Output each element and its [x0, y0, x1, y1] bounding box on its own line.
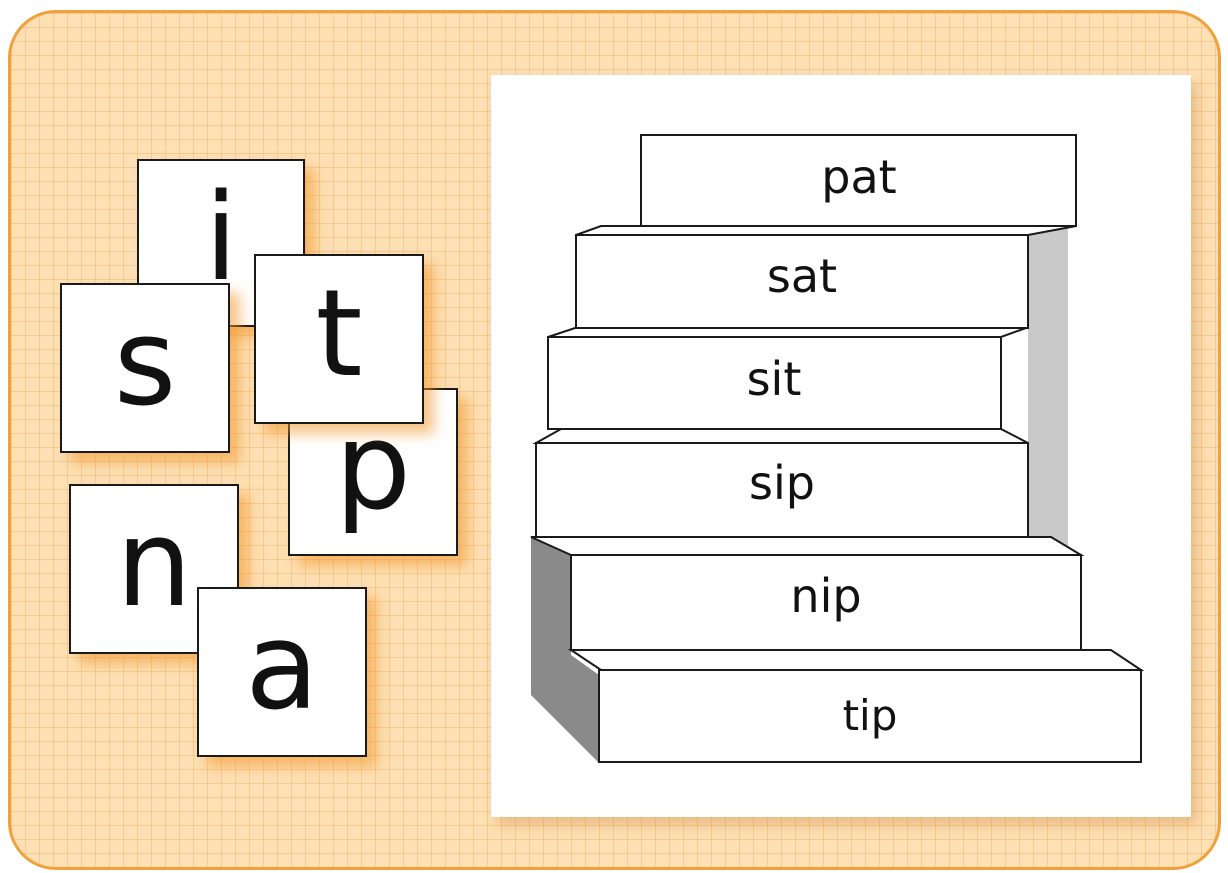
letter-card-t-text: t: [315, 275, 362, 395]
letter-card-t[interactable]: t: [254, 254, 424, 424]
step-top-sip: [536, 429, 1028, 443]
word-staircase: pat sat sit sip nip tip: [491, 75, 1191, 817]
letter-card-p-text: p: [335, 408, 411, 528]
stair-word-sat: sat: [767, 249, 837, 303]
step-top-sit: [548, 328, 1026, 337]
stair-word-tip: tip: [843, 691, 898, 740]
step-top-sat: [576, 226, 1076, 235]
stair-word-nip: nip: [790, 569, 861, 623]
stair-word-sip: sip: [749, 456, 815, 510]
staircase-paper: pat sat sit sip nip tip: [491, 75, 1191, 817]
letter-card-s[interactable]: s: [60, 283, 230, 453]
step-top-nip: [531, 537, 1081, 555]
letter-card-a[interactable]: a: [197, 587, 367, 757]
step-top-tip: [571, 650, 1141, 670]
letter-card-i-text: i: [204, 179, 237, 299]
stair-word-sit: sit: [747, 352, 802, 406]
letter-card-a-text: a: [245, 608, 319, 728]
activity-board: p i t s n a: [8, 10, 1221, 870]
letter-card-s-text: s: [114, 304, 177, 424]
letter-card-n-text: n: [116, 505, 192, 625]
stair-word-pat: pat: [821, 150, 896, 204]
staircase-right-shadow: [1028, 219, 1068, 549]
